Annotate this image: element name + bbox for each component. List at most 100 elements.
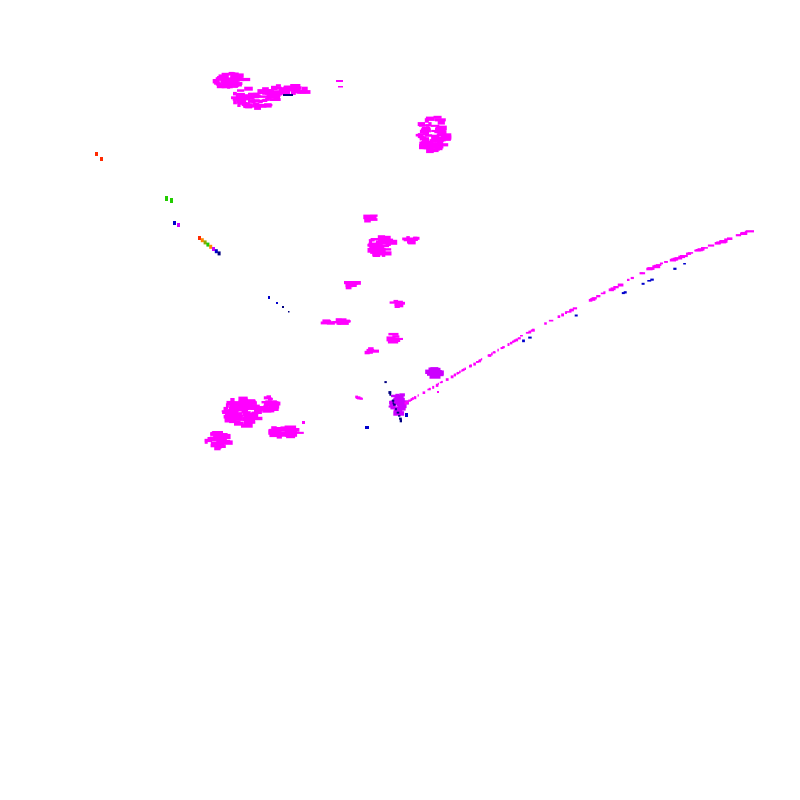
point-fragment [683,263,686,265]
point-fragment [655,264,662,266]
point-fragment [297,89,301,94]
point-fragment [237,82,242,87]
point-fragment [274,427,283,430]
point-fragment [271,406,279,411]
point-fragment [253,92,258,96]
point-fragment-blue [268,296,270,299]
point-fragment-gradient [214,249,218,254]
point-fragment [245,414,253,418]
fragment-center-blue [365,426,369,429]
point-fragment [284,90,290,92]
point-fragment [404,401,408,405]
point-fragment [236,100,243,104]
point-fragment [228,72,236,75]
point-fragment [322,319,331,323]
point-fragment [249,104,256,108]
point-fragment [299,90,311,94]
point-fragment [522,339,525,343]
cluster-top-left-tail [243,86,296,109]
point-fragment [277,92,282,96]
point-fragment [250,400,256,404]
point-fragment [372,245,385,249]
point-fragment [493,351,495,354]
point-fragment [370,238,382,241]
point-fragment [652,265,661,269]
point-fragment [367,349,373,354]
point-fragment [439,381,443,384]
point-fragment [548,319,554,322]
point-fragment [613,286,619,289]
point-fragment [410,238,418,241]
point-fragment [235,75,241,81]
point-fragment [596,295,601,298]
point-fragment [336,80,343,82]
cluster-center-b [425,367,444,379]
point-fragment [284,428,297,434]
point-fragment [338,86,343,88]
point-fragment [242,100,247,104]
point-fragment [464,367,466,370]
point-fragment [429,367,441,371]
point-fragment [507,343,510,346]
point-fragment [271,426,277,431]
point-fragment [210,441,219,446]
cluster-middle-right [402,236,420,245]
point-fragment [271,85,278,90]
point-fragment [698,248,705,251]
point-fragment [422,391,426,394]
point-fragment [574,314,578,317]
point-fragment [233,91,237,96]
point-fragment [254,407,262,413]
point-fragment [227,416,233,421]
point-fragment [469,364,472,367]
point-fragment [364,350,370,355]
point-fragment [647,280,652,282]
point-fragment [572,307,578,310]
point-fragment [332,321,343,324]
cluster-middle-small-b [389,299,405,308]
cluster-lower-left-a [221,396,265,428]
point-fragment [429,139,441,143]
point-fragment [222,434,231,439]
point-fragment [592,297,597,300]
point-fragment [269,433,281,438]
point-fragment [367,349,379,353]
point-fragment [431,134,440,140]
point-fragment [212,438,219,442]
point-fragment [487,354,489,357]
point-fragment [367,247,379,253]
point-fragment [259,104,271,107]
cluster-middle-small-e [364,347,379,355]
point-fragment [384,381,387,384]
point-fragment [488,354,492,357]
point-fragment [375,240,382,245]
point-fragment [230,79,238,85]
point-fragment [302,421,305,424]
point-fragment [388,239,398,245]
point-fragment [223,406,228,410]
point-fragment [402,237,414,241]
point-fragment [215,81,220,86]
point-fragment [664,261,668,263]
point-fragment-green [165,196,168,201]
cluster-middle [367,235,398,257]
point-fragment [600,292,606,295]
point-fragment [437,133,446,136]
point-fragment [243,106,249,109]
point-fragment [428,367,433,372]
point-fragment [462,368,465,372]
diagonal-streak-mid [520,272,646,337]
point-fragment [398,415,401,417]
point-fragment [228,413,240,418]
point-fragment [714,242,721,245]
point-fragment [369,214,378,217]
point-fragment [212,79,220,84]
point-fragment [284,426,289,429]
cluster-lower-left-b [204,431,233,451]
point-fragment [272,432,284,435]
cluster-lower-left-c [261,395,281,413]
point-fragment [386,242,391,246]
point-fragment [223,81,230,84]
point-fragment-violet [177,223,180,227]
point-fragment [650,278,654,281]
